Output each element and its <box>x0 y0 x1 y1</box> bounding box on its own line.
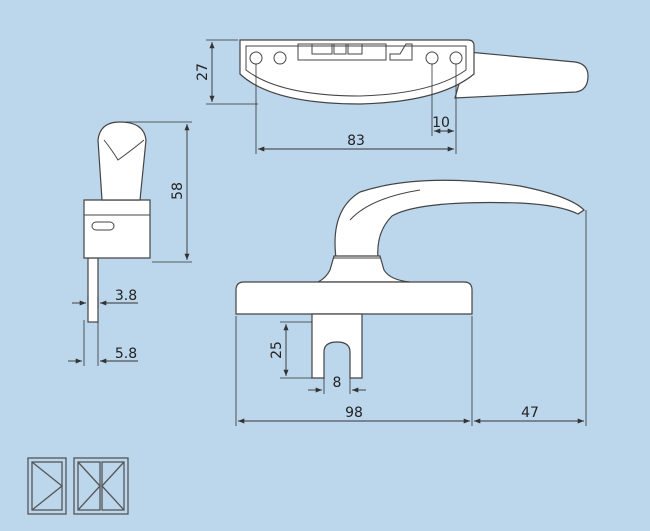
front-view-lever <box>334 179 585 259</box>
dim-top-height: 27 <box>195 63 211 81</box>
front-view-slot <box>311 313 363 379</box>
dim-side-height: 58 <box>170 182 186 200</box>
single-sash-window-icon <box>27 457 67 515</box>
dim-hole-spacing: 10 <box>432 115 450 131</box>
dim-base-width: 98 <box>345 405 363 421</box>
dim-spindle-small: 3.8 <box>115 288 137 304</box>
mounting-hole-icon <box>273 51 287 65</box>
front-view-neck <box>317 255 411 283</box>
top-view <box>206 39 589 154</box>
side-view-knob <box>97 121 147 201</box>
front-view <box>235 179 587 426</box>
top-view-lever <box>454 51 589 99</box>
spindle <box>87 257 99 323</box>
dim-slot-width: 8 <box>333 375 342 391</box>
dim-overhang: 47 <box>521 405 539 421</box>
top-view-base <box>239 39 475 105</box>
front-view-base <box>235 281 473 315</box>
dim-slot-depth: 25 <box>269 341 285 359</box>
double-sash-window-icon <box>73 457 129 515</box>
lock-slot-icon <box>91 221 115 231</box>
dim-spindle-large: 5.8 <box>115 346 137 362</box>
side-view <box>68 121 192 366</box>
side-view-body <box>83 199 151 259</box>
dim-top-width: 83 <box>347 133 365 149</box>
